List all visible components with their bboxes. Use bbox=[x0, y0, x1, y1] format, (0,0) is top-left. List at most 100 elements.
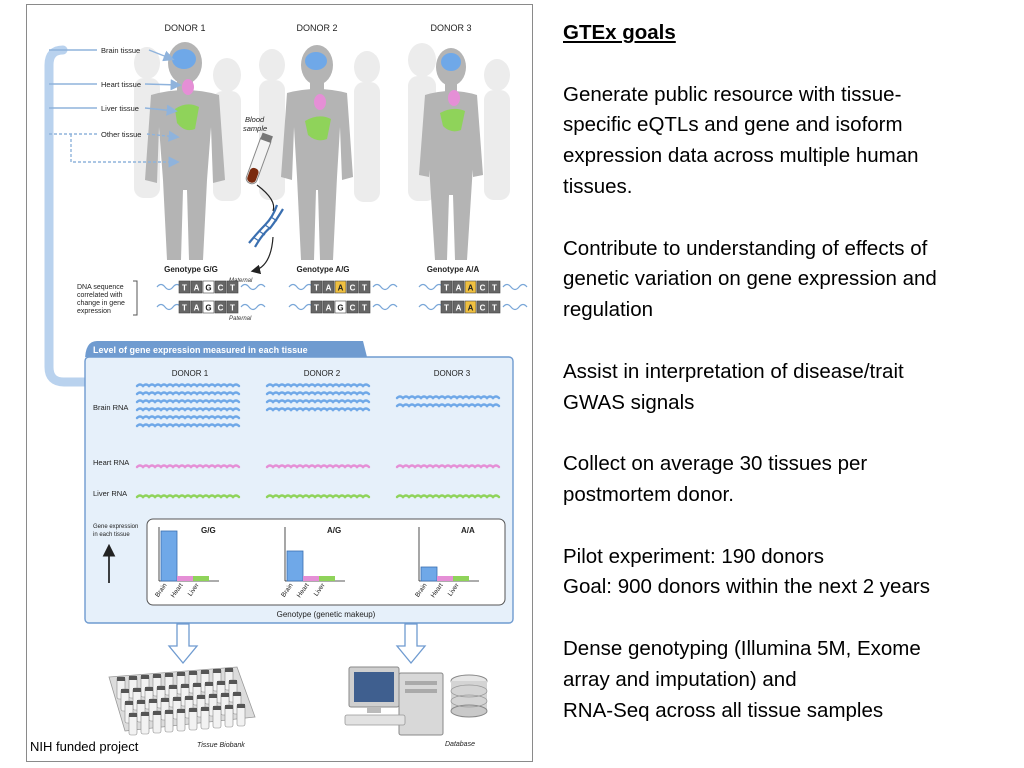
dna-helix-icon bbox=[248, 204, 284, 248]
bar-brain bbox=[420, 566, 438, 582]
rna-label-heart: Heart RNA bbox=[93, 458, 129, 467]
biobank-tube-cap bbox=[189, 671, 197, 675]
bar-heart bbox=[303, 576, 319, 581]
dna-base-letter: A bbox=[456, 304, 462, 313]
rna-strand bbox=[395, 403, 501, 408]
dna-base-box bbox=[310, 280, 323, 294]
rna-strand bbox=[135, 494, 241, 499]
expression-panel-title: Level of gene expression measured in eac… bbox=[93, 345, 308, 355]
paragraph-line: Pilot experiment: 190 donors bbox=[563, 544, 824, 568]
rna-strand bbox=[135, 423, 241, 428]
dna-base-box bbox=[226, 280, 239, 294]
biobank-tube-cap bbox=[177, 672, 185, 676]
panel-donor-label-1: DONOR 1 bbox=[172, 369, 209, 378]
biobank-tube-cap bbox=[229, 680, 237, 684]
dna-base-box bbox=[464, 300, 477, 314]
biobank-tube-cap bbox=[201, 670, 209, 674]
rna-strand bbox=[135, 464, 241, 469]
biobank-tube-cap bbox=[161, 698, 169, 702]
biobank-tube-cap bbox=[133, 688, 141, 692]
dna-base-box bbox=[214, 280, 227, 294]
bar-chart-genotype-label: A/A bbox=[461, 526, 475, 535]
paternal-label: Paternal bbox=[229, 316, 252, 322]
bar-brain bbox=[160, 530, 178, 582]
blood-sample-label-line-1: Blood bbox=[245, 115, 265, 124]
dna-base-letter: A bbox=[326, 284, 332, 293]
dna-base-box bbox=[464, 280, 477, 294]
biobank-tube-cap bbox=[145, 687, 153, 691]
tissue-connectors bbox=[49, 49, 182, 168]
dna-base-letter: A bbox=[468, 304, 474, 313]
tissue-label-other: Other tissue bbox=[101, 130, 141, 139]
biobank-tube-cap bbox=[153, 711, 161, 715]
bar-chart-box bbox=[146, 518, 506, 606]
database-icon bbox=[344, 666, 488, 736]
rna-strand bbox=[265, 464, 371, 469]
biobank-tube-cap bbox=[209, 694, 217, 698]
dna-base-letter: T bbox=[362, 284, 367, 293]
blood-sample-label-line-2: sample bbox=[243, 124, 267, 133]
rna-strand bbox=[135, 383, 241, 388]
text-panel: GTEx goals Generate public resource with… bbox=[563, 18, 1003, 757]
gene-expression-label-line-1: Gene expression bbox=[93, 524, 138, 530]
dna-base-letter: T bbox=[314, 304, 319, 313]
bar-heart bbox=[437, 576, 453, 581]
genotype-label-1: Genotype G/G bbox=[164, 265, 218, 274]
down-arrow-database bbox=[395, 623, 427, 665]
dna-caption-line-3: change in gene bbox=[77, 300, 125, 307]
biobank-tube-cap bbox=[137, 700, 145, 704]
tissue-biobank-icon bbox=[108, 666, 256, 736]
dna-base-letter: T bbox=[230, 284, 235, 293]
paragraph-line: Collect on average 30 tissues per bbox=[563, 452, 868, 476]
rna-label-liver: Liver RNA bbox=[93, 489, 127, 498]
dna-base-box bbox=[310, 300, 323, 314]
biobank-tube-cap bbox=[213, 669, 221, 673]
dna-base-box bbox=[202, 300, 215, 314]
biobank-tube-cap bbox=[165, 710, 173, 714]
bar-liver bbox=[319, 576, 335, 581]
return-arrow bbox=[44, 45, 106, 387]
down-arrow-biobank bbox=[167, 623, 199, 665]
paragraph-donors: Pilot experiment: 190 donors Goal: 900 d… bbox=[563, 542, 1003, 604]
biobank-tube-cap bbox=[205, 682, 213, 686]
dna-base-box bbox=[346, 280, 359, 294]
figure-svg: DONOR 1 DONOR 2 DONOR 3 Brain tissue Hea… bbox=[44, 23, 528, 749]
dna-base-letter: A bbox=[456, 284, 462, 293]
dna-caption-line-1: DNA sequence bbox=[77, 284, 124, 291]
dna-base-letter: G bbox=[337, 304, 343, 313]
dna-base-letter: T bbox=[492, 284, 497, 293]
tissue-label-heart: Heart tissue bbox=[101, 80, 141, 89]
dna-base-letter: C bbox=[350, 304, 356, 313]
dna-base-letter: A bbox=[194, 304, 200, 313]
biobank-tube-cap bbox=[217, 681, 225, 685]
dna-base-letter: C bbox=[218, 304, 224, 313]
dna-base-box bbox=[178, 300, 191, 314]
dna-base-box bbox=[202, 280, 215, 294]
biobank-tube-cap bbox=[165, 673, 173, 677]
nih-caption: NIH funded project bbox=[28, 738, 141, 755]
paragraph-line: genetic variation on gene expression and bbox=[563, 267, 937, 291]
dna-base-letter: T bbox=[444, 304, 449, 313]
rna-strand bbox=[395, 464, 501, 469]
rna-strand bbox=[395, 494, 501, 499]
dna-base-letter: T bbox=[182, 284, 187, 293]
paragraph-line: RNA-Seq across all tissue samples bbox=[563, 698, 884, 722]
paragraph-line: regulation bbox=[563, 298, 654, 322]
biobank-tube-cap bbox=[213, 706, 221, 710]
paragraph-resource: Generate public resource with tissue- sp… bbox=[563, 80, 1003, 203]
dna-base-box bbox=[358, 280, 371, 294]
panel-donor-label-3: DONOR 3 bbox=[434, 369, 471, 378]
biobank-tube-cap bbox=[177, 709, 185, 713]
biobank-tube-cap bbox=[141, 675, 149, 679]
biobank-tube-cap bbox=[197, 695, 205, 699]
blood-tube-icon bbox=[245, 132, 273, 185]
dna-base-box bbox=[476, 300, 489, 314]
dna-base-letter: A bbox=[468, 284, 474, 293]
paragraph-line: tissues. bbox=[563, 174, 633, 198]
text-panel-title: GTEx goals bbox=[563, 21, 676, 44]
blood-to-dna-arrow bbox=[256, 184, 275, 212]
paragraph-line: Goal: 900 donors within the next 2 years bbox=[563, 575, 930, 599]
